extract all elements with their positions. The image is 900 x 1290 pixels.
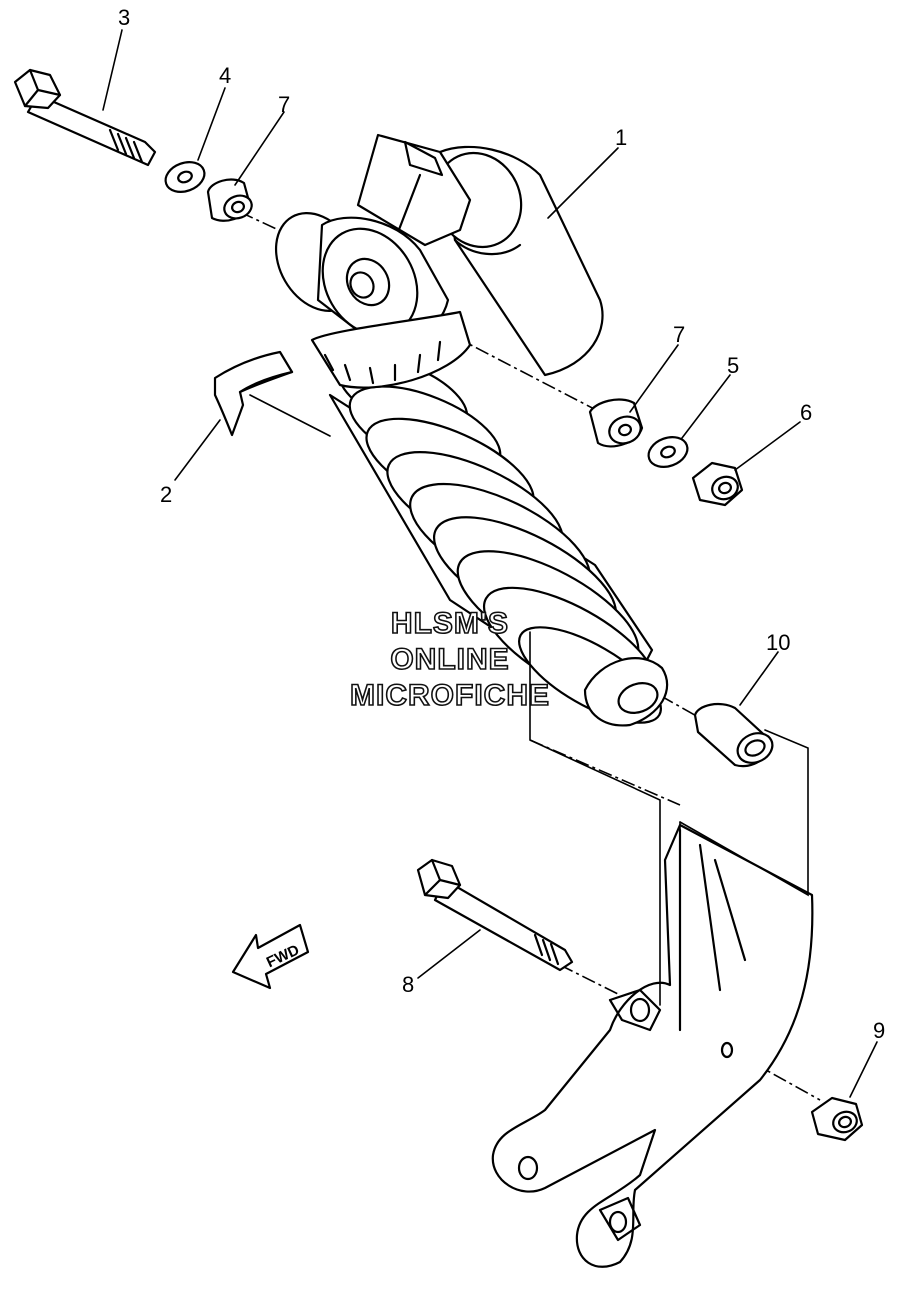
relay-arm <box>491 823 814 1268</box>
bracket-plane <box>529 631 809 1031</box>
upper-washer <box>164 161 206 193</box>
right-collar <box>588 398 644 448</box>
lower-nut <box>810 1096 864 1142</box>
shock-spring <box>328 356 669 727</box>
callout-6: 6 <box>800 400 812 425</box>
lower-mounting-bolt <box>416 858 574 972</box>
shock-label <box>213 350 331 437</box>
upper-nut <box>691 461 744 507</box>
watermark: HLSM'S ONLINE MICROFICHE <box>330 606 570 714</box>
lower-spacer <box>693 702 774 768</box>
watermark-line-3: MICROFICHE <box>349 678 550 713</box>
callout-5: 5 <box>727 353 739 378</box>
callout-8: 8 <box>402 972 414 997</box>
watermark-line-2: ONLINE <box>390 642 510 677</box>
right-washer <box>647 436 689 468</box>
shock-top-mount <box>274 133 472 389</box>
callout-1: 1 <box>615 125 627 150</box>
leader-lines <box>102 29 878 1098</box>
callout-10: 10 <box>766 630 790 655</box>
upper-collar <box>206 178 253 222</box>
callout-4: 4 <box>219 63 231 88</box>
upper-mounting-bolt <box>13 68 157 167</box>
callout-9: 9 <box>873 1018 885 1043</box>
callout-7-right: 7 <box>673 322 685 347</box>
callout-2: 2 <box>160 482 172 507</box>
watermark-line-1: HLSM'S <box>390 606 510 641</box>
forward-arrow-icon: FWD <box>231 923 310 990</box>
callout-3: 3 <box>118 5 130 30</box>
callout-labels: 3 4 7 1 2 7 5 6 10 8 9 <box>118 5 885 1043</box>
callout-7-upper: 7 <box>278 92 290 117</box>
